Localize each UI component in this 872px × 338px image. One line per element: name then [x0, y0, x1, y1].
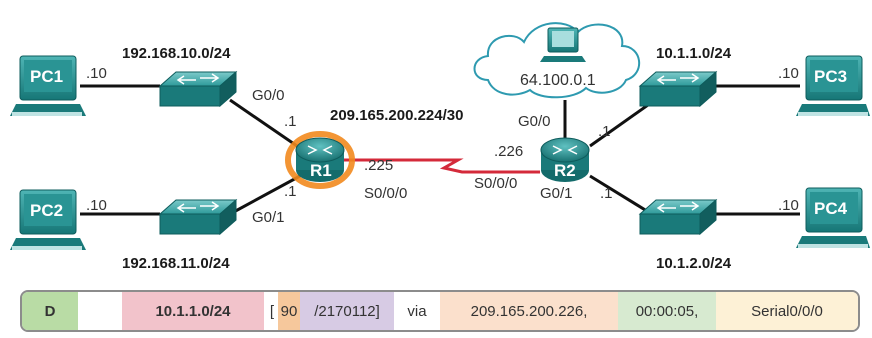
switch-icon [638, 70, 718, 108]
link-r2-sw4 [589, 174, 656, 218]
r1-g00-ip: .1 [284, 113, 297, 130]
network-label-lan3: 10.1.1.0/24 [656, 45, 732, 62]
pc3-host-ip: .10 [778, 65, 799, 82]
computer-icon [10, 55, 86, 116]
pc2-host-ip: .10 [86, 197, 107, 214]
r1-g01-label: G0/1 [252, 209, 285, 226]
pc3: PC3 [796, 55, 870, 116]
switch-icon [158, 198, 238, 236]
server-icon [540, 27, 586, 62]
router-icon [295, 137, 345, 182]
pc3-label: PC3 [814, 67, 847, 86]
pc2: PC2 [10, 189, 86, 250]
r2-label: R2 [554, 161, 576, 180]
route-via: via [394, 292, 440, 330]
route-administrative-distance: 90 [278, 292, 300, 330]
route-code: D [22, 292, 78, 330]
network-topology-diagram: 64.100.0.1 PC1 .10 PC2 .10 192.168.10.0 [10, 22, 870, 272]
r2-g01-ip: .1 [600, 185, 613, 202]
switch-3 [638, 70, 718, 108]
route-exit-interface: Serial0/0/0 [716, 292, 858, 330]
r2-g01-label: G0/1 [540, 185, 573, 202]
network-label-wan: 209.165.200.224/30 [330, 107, 463, 124]
cloud-ip: 64.100.0.1 [520, 72, 596, 89]
router-r2: R2 [540, 137, 590, 182]
network-label-lan2: 192.168.11.0/24 [122, 255, 230, 272]
switch-icon [638, 198, 718, 236]
pc2-label: PC2 [30, 201, 63, 220]
pc4: PC4 [796, 187, 870, 248]
pc4-host-ip: .10 [778, 197, 799, 214]
computer-icon [796, 55, 870, 116]
r2-g00-ip: .1 [598, 123, 611, 140]
switch-icon [158, 70, 238, 108]
r2-s000-label: S0/0/0 [474, 175, 517, 192]
route-age: 00:00:05, [618, 292, 716, 330]
router-r1: R1 [285, 131, 355, 189]
pc1-host-ip: .10 [86, 65, 107, 82]
pc1: PC1 [10, 55, 86, 116]
computer-icon [796, 187, 870, 248]
link-r2-sw3 [589, 98, 656, 148]
route-network: 10.1.1.0/24 [122, 292, 264, 330]
network-label-lan4: 10.1.2.0/24 [656, 255, 732, 272]
serial-link-r1-r2 [342, 158, 540, 174]
r1-g00-label: G0/0 [252, 87, 285, 104]
pc4-label: PC4 [814, 199, 848, 218]
r1-s000-ip: .225 [364, 157, 393, 174]
r2-g00-label: G0/0 [518, 113, 551, 130]
r2-s000-ip: .226 [494, 143, 523, 160]
route-metric: /2170112] [300, 292, 394, 330]
route-spacer [78, 292, 122, 330]
links [80, 84, 800, 218]
pc1-label: PC1 [30, 67, 63, 86]
internet-cloud: 64.100.0.1 [473, 22, 641, 99]
route-next-hop: 209.165.200.226, [440, 292, 618, 330]
r1-s000-label: S0/0/0 [364, 185, 407, 202]
r1-g01-ip: .1 [284, 183, 297, 200]
switch-1 [158, 70, 238, 108]
computer-icon [10, 189, 86, 250]
router-icon [540, 137, 590, 182]
switch-2 [158, 198, 238, 236]
r1-label: R1 [310, 161, 332, 180]
route-bracket-open: [ [264, 292, 278, 330]
link-sw1-r1 [229, 98, 301, 150]
network-label-lan1: 192.168.10.0/24 [122, 45, 231, 62]
link-sw2-r1 [229, 174, 301, 216]
switch-4 [638, 198, 718, 236]
routing-table-entry: D 10.1.1.0/24 [ 90 /2170112] via 209.165… [20, 290, 860, 332]
